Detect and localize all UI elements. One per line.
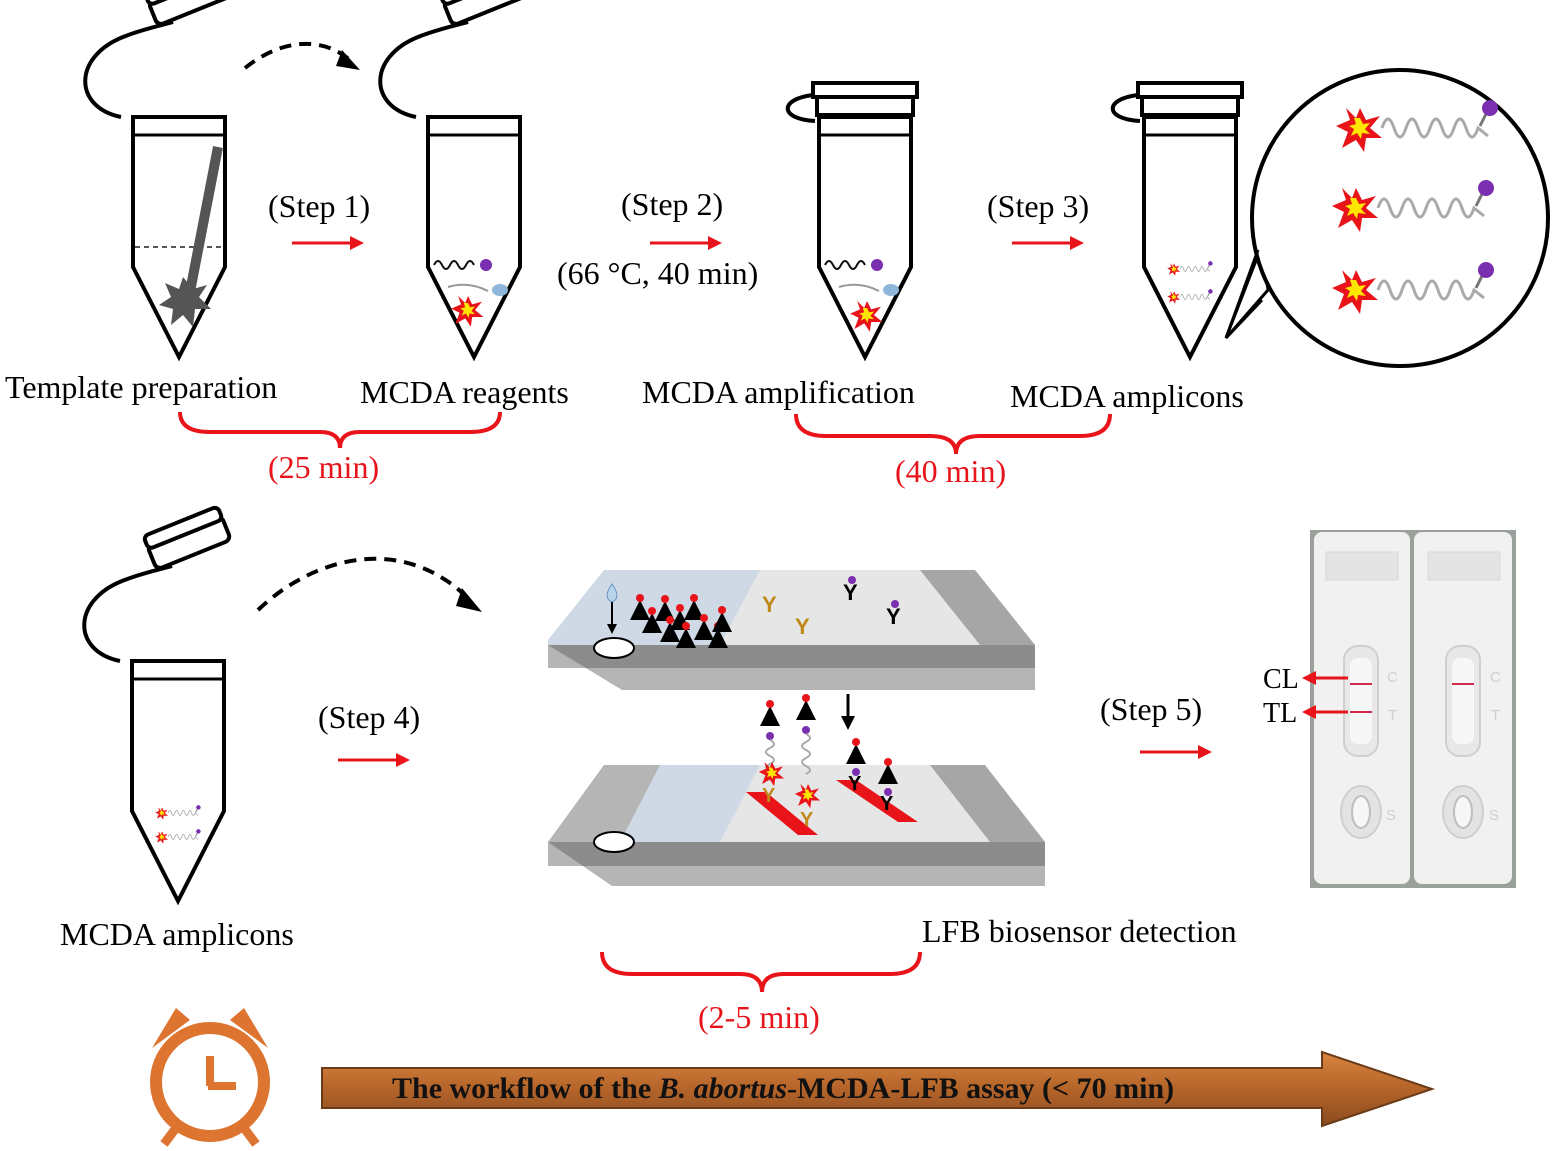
cassette-mark-s-right: S xyxy=(1489,807,1499,824)
label-control-line: CL xyxy=(1263,664,1299,695)
cassette-mark-s-left: S xyxy=(1386,807,1396,824)
label-template-preparation: Template preparation xyxy=(5,369,277,405)
step-3-arrow xyxy=(1010,234,1086,252)
step-5-label: (Step 5) xyxy=(1100,691,1202,727)
step-1-arrow xyxy=(290,234,366,252)
label-mcda-amplicons-top: MCDA amplicons xyxy=(1010,378,1244,414)
test-cassette-photo: C T S C T S xyxy=(1310,530,1516,888)
tube-mcda-reagents xyxy=(378,0,529,359)
test-line-arrow xyxy=(1302,705,1348,719)
workflow-caption: The workflow of the B. abortus-MCDA-LFB … xyxy=(392,1072,1174,1105)
control-line-arrow xyxy=(1302,671,1348,685)
step-1-label: (Step 1) xyxy=(268,188,370,224)
cassette-mark-t-left: T xyxy=(1388,707,1397,724)
cassette-mark-t-right: T xyxy=(1491,707,1500,724)
lateral-flow-strip-after: Y Y Y Y xyxy=(548,694,1045,886)
alarm-clock-icon xyxy=(150,1008,270,1147)
svg-text:Y: Y xyxy=(762,785,776,807)
brace-25-min xyxy=(178,411,502,449)
antibody-black-2: Y xyxy=(886,604,901,629)
step-2-condition: (66 °C, 40 min) xyxy=(557,255,758,291)
brace-2-5-min xyxy=(600,951,922,993)
cassette-mark-c-right: C xyxy=(1490,669,1501,686)
antibody-gold-2: Y xyxy=(795,614,810,639)
svg-text:Y: Y xyxy=(848,773,862,795)
duration-2-5-min: (2-5 min) xyxy=(698,999,820,1035)
lateral-flow-strip-before: Y Y Y Y xyxy=(548,570,1035,690)
tube-mcda-amplicons xyxy=(1110,81,1244,359)
svg-text:Y: Y xyxy=(880,793,894,815)
workflow-arrow: The workflow of the B. abortus-MCDA-LFB … xyxy=(321,1050,1436,1128)
duration-25-min: (25 min) xyxy=(268,449,379,485)
label-lfb-detection: LFB biosensor detection xyxy=(922,913,1237,949)
cassette-mark-c-left: C xyxy=(1387,669,1398,686)
label-mcda-amplification: MCDA amplification xyxy=(642,374,915,410)
step-3-label: (Step 3) xyxy=(987,188,1089,224)
step-4-label: (Step 4) xyxy=(318,699,420,735)
label-test-line: TL xyxy=(1263,698,1297,729)
svg-text:Y: Y xyxy=(800,809,814,831)
dashed-arrow-2 xyxy=(256,556,482,612)
antibody-gold-1: Y xyxy=(762,592,777,617)
step-2-arrow xyxy=(648,234,724,252)
label-mcda-reagents: MCDA reagents xyxy=(360,374,569,410)
amplicon-zoom-callout xyxy=(1224,68,1550,368)
tube-mcda-amplification xyxy=(785,81,919,359)
label-mcda-amplicons-bottom: MCDA amplicons xyxy=(60,916,294,952)
duration-40-min: (40 min) xyxy=(895,453,1006,489)
brace-40-min xyxy=(794,413,1112,455)
dashed-arrow-1 xyxy=(243,41,360,70)
down-arrow xyxy=(841,694,855,730)
step-2-label: (Step 2) xyxy=(621,186,723,222)
step-5-arrow xyxy=(1138,743,1214,761)
step-4-arrow xyxy=(336,751,412,769)
tube-mcda-amplicons-bottom xyxy=(82,504,233,903)
tube-template-preparation xyxy=(83,0,234,359)
antibody-black-1: Y xyxy=(843,580,858,605)
